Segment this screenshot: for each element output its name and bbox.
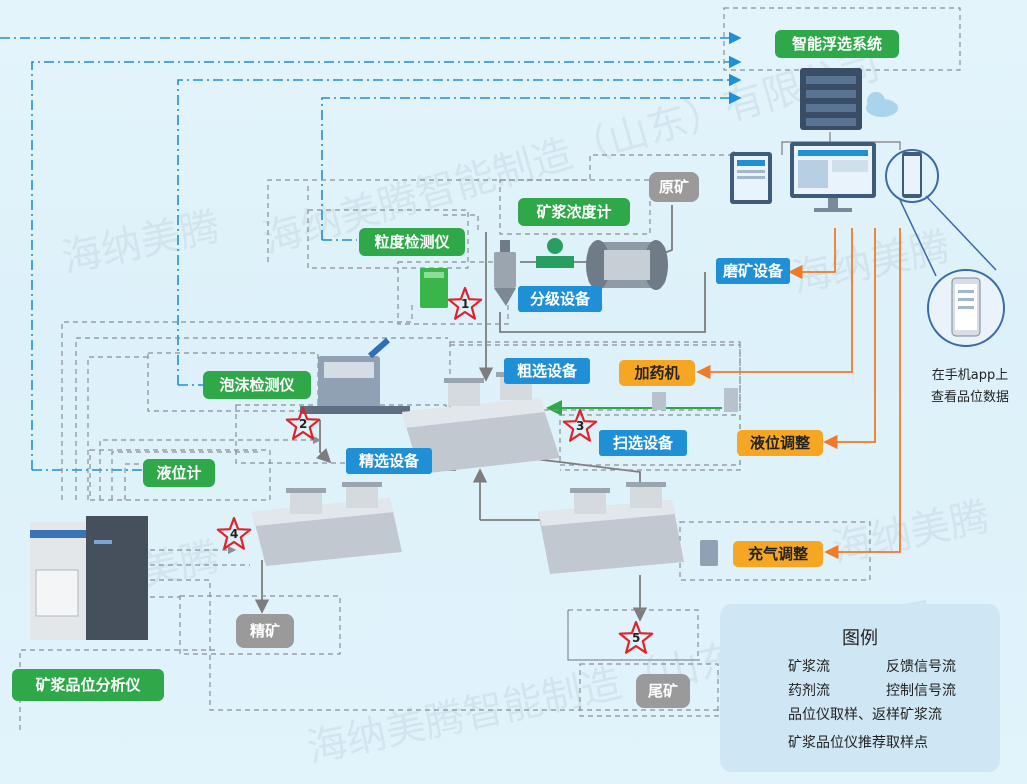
server-icon xyxy=(800,68,862,130)
label-grinding-equipment: 磨矿设备 xyxy=(716,258,790,284)
rougher-cell xyxy=(402,372,560,474)
air-valve-icon xyxy=(700,540,718,566)
monitor-icon xyxy=(790,142,876,212)
feedback-signal-lines xyxy=(0,31,742,471)
dosing-valve-icon xyxy=(652,388,738,412)
phone-icon xyxy=(885,149,1005,347)
label-concentrate: 精矿 xyxy=(236,614,294,648)
scavenger-cell xyxy=(538,482,684,574)
label-scavenger-equipment: 扫选设备 xyxy=(599,430,687,456)
label-dosing-machine: 加药机 xyxy=(619,360,695,386)
froth-detector-device xyxy=(300,337,410,414)
control-signal-lines xyxy=(696,228,901,560)
legend-sampling: 品位仪取样、返样矿浆流 xyxy=(788,707,942,723)
legend-control: 控制信号流 xyxy=(886,683,956,699)
legend-slurry: 矿浆流 xyxy=(788,659,830,675)
label-rougher-equipment: 粗选设备 xyxy=(504,358,590,384)
star-number-1: 1 xyxy=(461,297,470,311)
star-number-2: 2 xyxy=(299,417,308,431)
label-level-adjustment: 液位调整 xyxy=(737,430,823,456)
label-froth-detector: 泡沫检测仪 xyxy=(203,371,311,399)
label-particle-analyzer: 粒度检测仪 xyxy=(359,228,465,256)
label-density-meter: 矿浆浓度计 xyxy=(518,198,630,226)
cleaner-cell xyxy=(252,482,402,566)
grade-analyzer-device xyxy=(30,516,148,640)
cloud-icon xyxy=(866,92,898,117)
label-slurry-grade-analyzer: 矿浆品位分析仪 xyxy=(12,669,164,701)
app-note-line2: 查看品位数据 xyxy=(930,390,1009,405)
legend-reagent: 药剂流 xyxy=(788,683,830,699)
legend-star: 矿浆品位仪推荐取样点 xyxy=(788,735,928,751)
app-note-line1: 在手机app上 xyxy=(931,368,1009,383)
label-aeration-adjustment: 充气调整 xyxy=(733,541,823,567)
legend-feedback: 反馈信号流 xyxy=(886,659,956,675)
label-level-meter: 液位计 xyxy=(143,459,215,487)
legend-title: 图例 xyxy=(842,628,878,649)
star-number-5: 5 xyxy=(632,631,641,645)
star-number-3: 3 xyxy=(576,419,585,433)
label-classification-equipment: 分级设备 xyxy=(518,286,602,312)
label-raw-ore: 原矿 xyxy=(649,172,699,202)
label-smart-flotation-system: 智能浮选系统 xyxy=(775,30,899,58)
tablet-icon xyxy=(730,152,772,204)
legend-panel: 图例 矿浆流 反馈信号流 药剂流 控制信号流 品位仪取样、返样矿浆流 矿浆品位仪… xyxy=(720,604,1000,772)
grinding-mill xyxy=(586,240,668,290)
particle-analyzer-device xyxy=(420,268,448,308)
sampling-lines xyxy=(19,150,742,730)
star-number-4: 4 xyxy=(230,527,239,541)
sampling-stars xyxy=(216,286,654,654)
density-meter-device xyxy=(536,238,574,268)
label-tailings: 尾矿 xyxy=(636,674,690,708)
hydrocyclone xyxy=(494,240,516,306)
label-cleaner-equipment: 精选设备 xyxy=(346,448,432,474)
